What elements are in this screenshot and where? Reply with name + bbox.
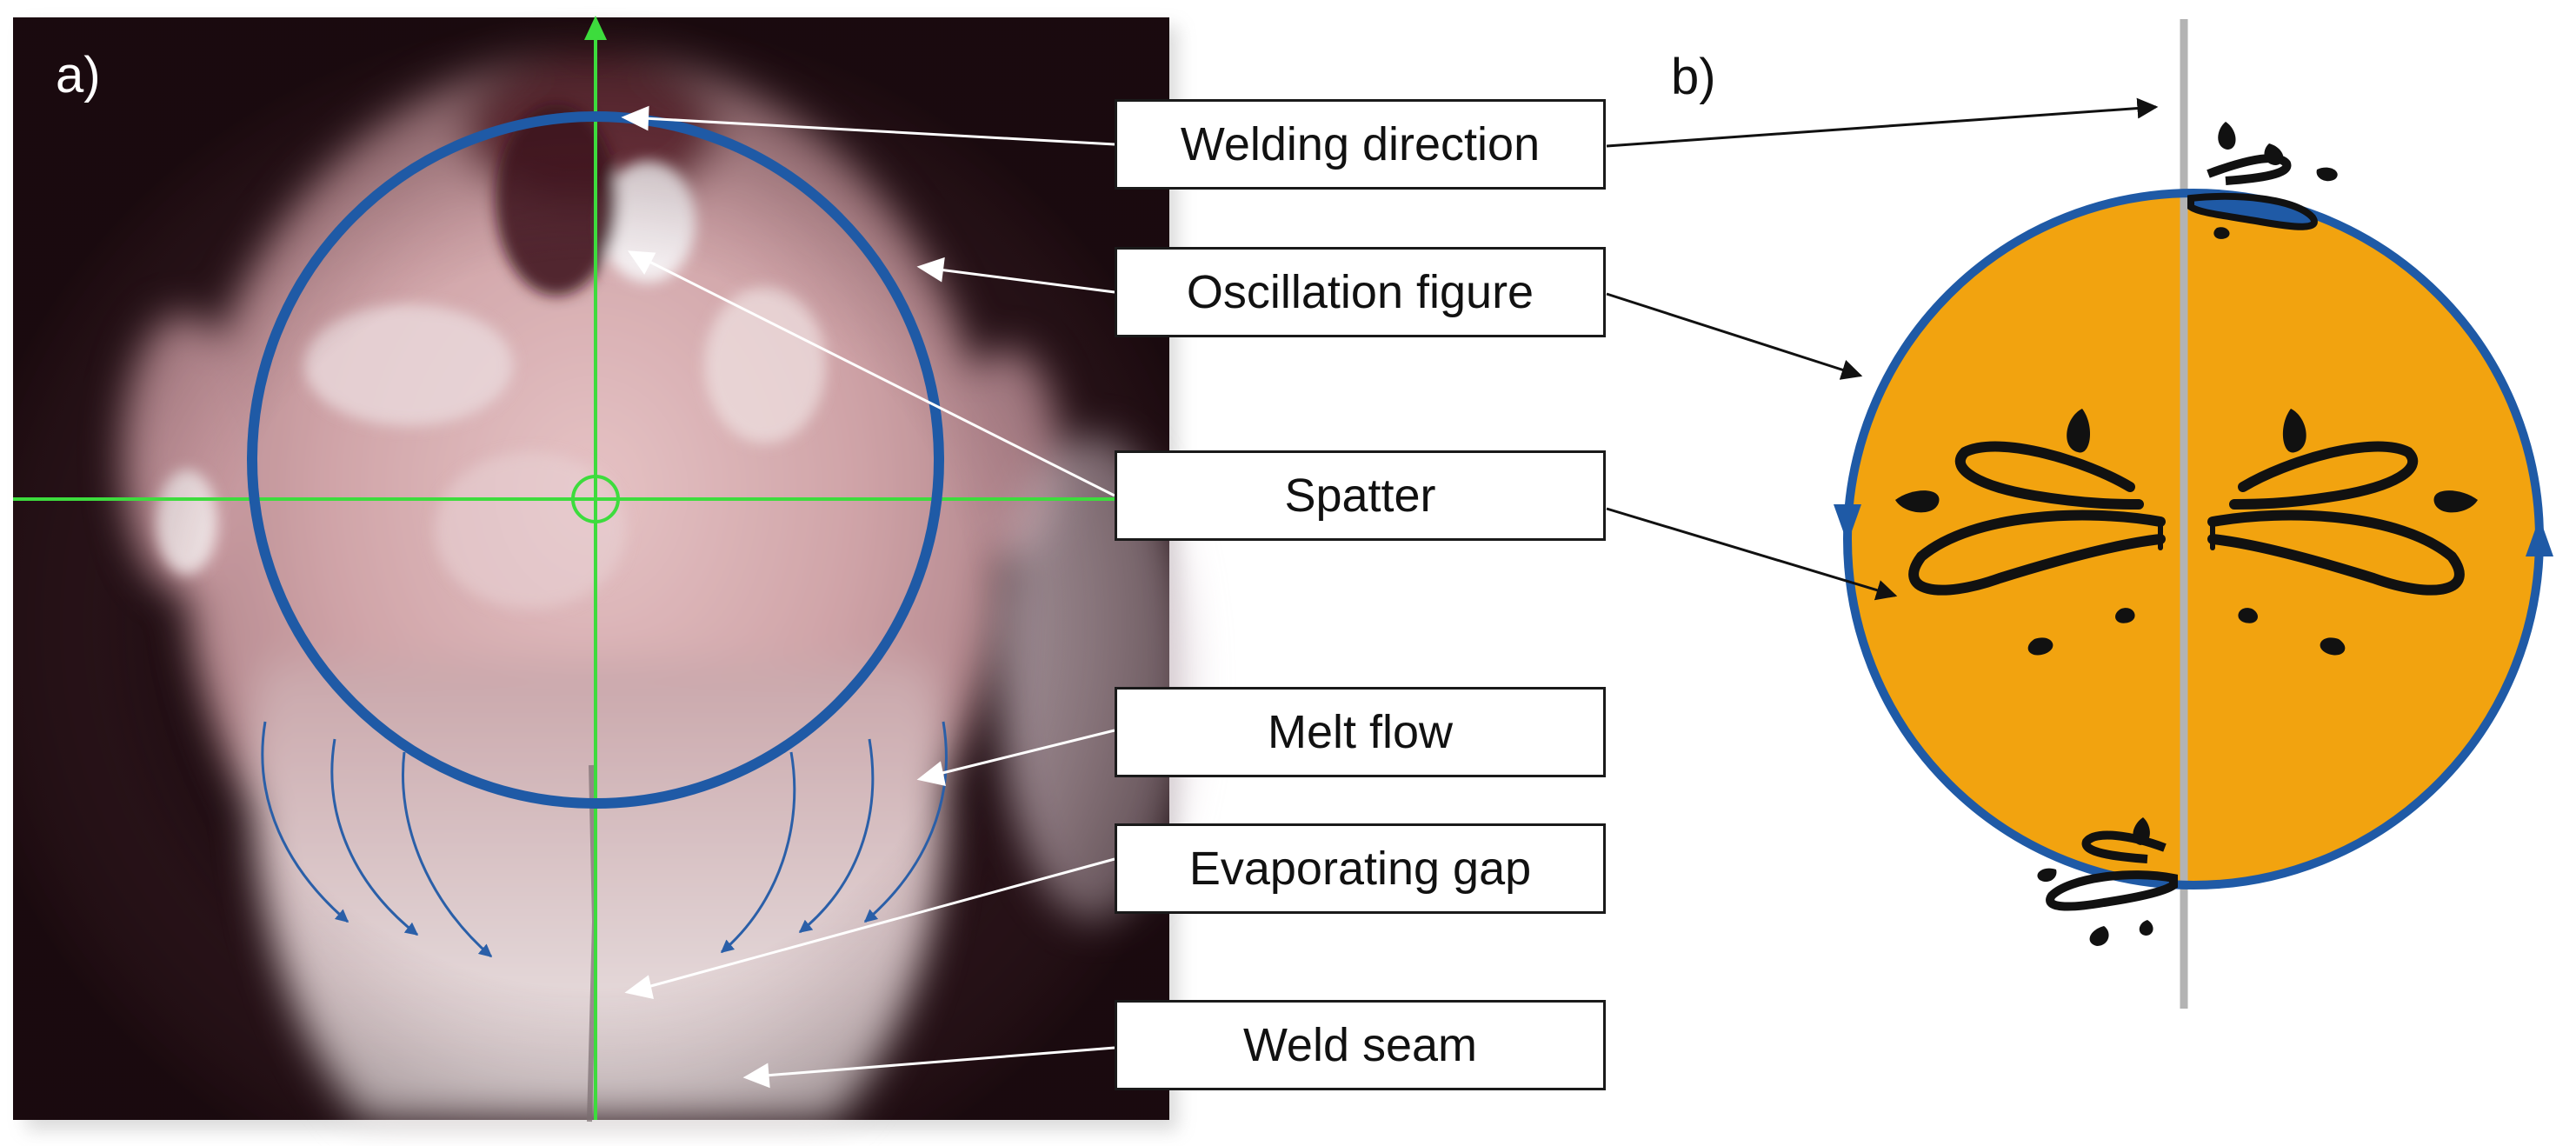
- spatter-center-left: [1908, 441, 2166, 596]
- weld-photo: [13, 17, 1191, 1130]
- melt-pool-disc: [1847, 193, 2539, 885]
- direction-arrow-left: [1834, 504, 1861, 543]
- spatter-center-right: [2207, 441, 2465, 596]
- oscillation-schematic: [1834, 19, 2553, 1009]
- callout-evaporating-gap: Evaporating gap: [1115, 823, 1606, 914]
- spatter-top: [2187, 122, 2338, 239]
- melt-flow-arrows: [261, 721, 948, 958]
- direction-arrow-right: [2526, 517, 2553, 556]
- oscillation-circle-a: [247, 111, 944, 809]
- callout-oscillation-figure: Oscillation figure: [1115, 247, 1606, 337]
- panel-label-a: a): [56, 47, 101, 103]
- spatter-drops-left: [1895, 409, 2135, 656]
- callout-spatter: Spatter: [1115, 450, 1606, 541]
- callout-welding-direction: Welding direction: [1115, 99, 1606, 190]
- callout-weld-seam: Weld seam: [1115, 1000, 1606, 1090]
- leader-lines-b: [1606, 97, 2159, 601]
- crosshair-guide: [13, 16, 1169, 1120]
- leader-lines-a: [621, 105, 1115, 1089]
- spatter-drops-right: [2238, 409, 2478, 656]
- panel-label-b: b): [1671, 49, 1716, 105]
- spatter-bottom: [2037, 817, 2178, 946]
- callout-melt-flow: Melt flow: [1115, 687, 1606, 777]
